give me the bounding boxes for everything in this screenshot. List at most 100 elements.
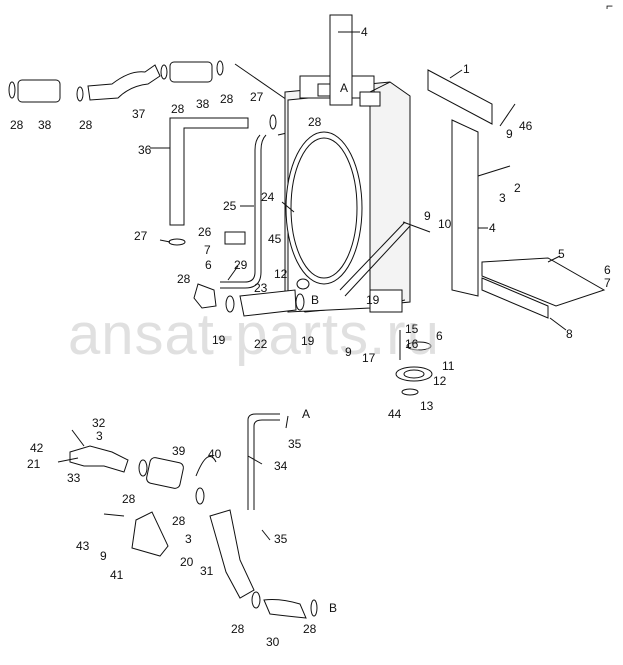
callout-29-b: 28 bbox=[79, 118, 93, 132]
callout-29-c: 28 bbox=[171, 102, 185, 116]
callout-7-mid: 7 bbox=[204, 243, 211, 257]
clamp-29-e bbox=[138, 459, 148, 477]
callout-21: 22 bbox=[254, 337, 268, 351]
clamp-18-b bbox=[295, 293, 305, 311]
elbow-18-a bbox=[193, 283, 217, 309]
callout-42: 42 bbox=[30, 441, 44, 455]
callout-14: 15 bbox=[405, 322, 419, 336]
callout-6-low: 6 bbox=[436, 329, 443, 343]
leader bbox=[234, 63, 291, 103]
hose-30 bbox=[263, 599, 307, 619]
callout-43: 43 bbox=[76, 539, 90, 553]
lower-tank-17 bbox=[369, 289, 403, 313]
callout-18-a: 19 bbox=[212, 333, 226, 347]
callout-8: 8 bbox=[566, 327, 573, 341]
callout-40: 40 bbox=[208, 447, 222, 461]
outlet-a bbox=[359, 91, 381, 107]
watermark: ansat-parts.ru bbox=[68, 302, 440, 367]
callout-26-left: 27 bbox=[134, 229, 148, 243]
clamp-26-a bbox=[168, 238, 186, 246]
bolt-42 bbox=[57, 457, 79, 463]
callout-46: 45 bbox=[268, 232, 282, 246]
callout-7-right: 7 bbox=[604, 276, 611, 290]
mount-12 bbox=[395, 366, 433, 382]
clamp-29-a bbox=[8, 81, 16, 99]
callout-29-f: 28 bbox=[172, 514, 186, 528]
bolt-32 bbox=[71, 429, 85, 447]
callout-33: 33 bbox=[67, 471, 81, 485]
lower-hose-assembly bbox=[57, 413, 318, 619]
callout-12-low: 12 bbox=[433, 374, 447, 388]
hose-24-outer bbox=[220, 134, 267, 289]
bracket-4-right bbox=[451, 119, 479, 297]
washer-44 bbox=[401, 388, 419, 396]
callout-12-mid: 12 bbox=[274, 267, 288, 281]
clamp-18 bbox=[225, 295, 235, 313]
callout-35-low: 35 bbox=[274, 532, 288, 546]
hose-31 bbox=[209, 509, 255, 599]
callout-3-left: 3 bbox=[96, 429, 103, 443]
callout-29-a: 28 bbox=[10, 118, 24, 132]
callout-36: 36 bbox=[138, 143, 152, 157]
bracket-8 bbox=[481, 277, 549, 319]
callout-9-right: 9 bbox=[506, 127, 513, 141]
callout-37: 37 bbox=[132, 107, 146, 121]
callout-4-top: 4 bbox=[361, 25, 368, 39]
callout-23: 24 bbox=[261, 190, 275, 204]
callout-4-right: 4 bbox=[489, 221, 496, 235]
callout-9-left: 9 bbox=[100, 549, 107, 563]
callout-6-mid: 6 bbox=[205, 258, 212, 272]
callout-29-g: 28 bbox=[231, 622, 245, 636]
stay-rod bbox=[339, 221, 406, 291]
callout-24: 25 bbox=[223, 199, 237, 213]
callout-27-mid: 28 bbox=[177, 272, 191, 286]
callout-2: 2 bbox=[514, 181, 521, 195]
callout-34: 34 bbox=[274, 459, 288, 473]
bolt-43 bbox=[103, 513, 125, 517]
pipe-36 bbox=[169, 117, 249, 226]
clip-40 bbox=[195, 455, 217, 477]
callout-A-low: A bbox=[302, 407, 310, 421]
callout-28: 29 bbox=[234, 258, 248, 272]
lower-parts bbox=[193, 231, 433, 396]
callout-29-h: 28 bbox=[303, 622, 317, 636]
radiator-assembly bbox=[284, 14, 411, 313]
callout-9-low: 9 bbox=[345, 345, 352, 359]
callout-18-b: 19 bbox=[301, 334, 315, 348]
callout-1: 1 bbox=[463, 62, 470, 76]
washer-11 bbox=[406, 341, 432, 351]
clamp-29-c bbox=[160, 64, 168, 80]
callout-19: 20 bbox=[180, 555, 194, 569]
callout-20: 21 bbox=[27, 457, 41, 471]
callout-11: 11 bbox=[442, 359, 455, 373]
callout-26-top: 27 bbox=[250, 90, 264, 104]
hose-39 bbox=[146, 457, 184, 489]
clamp-29-g bbox=[251, 591, 261, 609]
callout-3-low: 3 bbox=[185, 532, 192, 546]
clip-25 bbox=[224, 231, 246, 245]
bolt-9 bbox=[402, 221, 431, 233]
callout-32: 32 bbox=[92, 416, 106, 430]
callout-38-b: 38 bbox=[196, 97, 210, 111]
callout-31: 31 bbox=[200, 564, 214, 578]
callout-10: 10 bbox=[438, 217, 452, 231]
callout-30: 30 bbox=[266, 635, 280, 649]
bracket-41 bbox=[131, 511, 169, 557]
callout-22: 23 bbox=[254, 281, 268, 295]
callout-B-mid: B bbox=[311, 293, 319, 307]
clamp-12 bbox=[296, 278, 310, 290]
callout-15: 16 bbox=[405, 337, 419, 351]
clamp-29-b bbox=[76, 86, 84, 102]
callout-13: 13 bbox=[420, 399, 434, 413]
callout-A-top: A bbox=[340, 81, 348, 95]
callout-B-low: B bbox=[329, 601, 337, 615]
hose-24 bbox=[220, 134, 261, 283]
callout-3-right: 3 bbox=[499, 191, 506, 205]
hose-38-a bbox=[17, 79, 61, 103]
plate-1 bbox=[427, 69, 493, 125]
corner-mark: ⌐ bbox=[606, 0, 613, 13]
callout-17: 19 bbox=[366, 293, 380, 307]
leader-lines bbox=[150, 31, 567, 541]
fan-opening bbox=[285, 131, 363, 285]
